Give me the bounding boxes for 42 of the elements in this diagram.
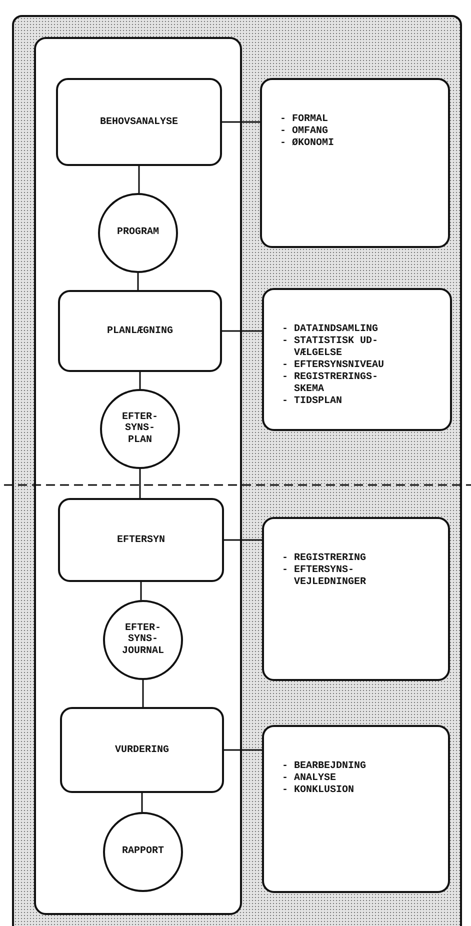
connector-line	[224, 749, 262, 751]
connector-line	[139, 469, 141, 498]
process-box	[58, 498, 224, 582]
list-item: - REGISTRERING	[282, 553, 368, 565]
connector-line	[139, 372, 141, 389]
list-item: - STATISTISK UD- VÆLGELSE	[282, 336, 380, 360]
list-item: - ØKONOMI	[280, 138, 336, 150]
list-item: - BEARBEJDNING	[282, 761, 368, 773]
connector-line	[138, 166, 140, 193]
node-label: PROGRAM	[116, 227, 159, 239]
node-label: VURDERING	[114, 744, 169, 756]
connector-line	[141, 793, 143, 812]
connector-line	[222, 121, 260, 123]
node-label: PLANLÆGNING	[106, 326, 173, 336]
list-item: - EFTERSYNS- VEJLEDNINGER	[282, 565, 368, 589]
list-box	[262, 288, 452, 431]
list-item: - REGISTRERINGS- SKEMA	[282, 372, 380, 396]
node-label: EFTERSYN	[116, 534, 165, 546]
node-label: EFTER- SYNS- JOURNAL	[120, 622, 165, 658]
list-item: - FORMAL	[280, 114, 330, 126]
connector-line	[140, 582, 142, 600]
process-box	[60, 707, 224, 793]
list-box	[262, 517, 450, 681]
connector-line	[224, 539, 262, 541]
process-box	[56, 78, 222, 166]
connector-line	[222, 330, 262, 332]
list-item: - ANALYSE	[282, 773, 338, 785]
list-item: - OMFANG	[280, 126, 330, 138]
node-label: RAPPORT	[122, 846, 164, 858]
list-item: - EFTERSYNSNIVEAU	[282, 360, 386, 372]
list-item: - DATAINDSAMLING	[282, 324, 380, 336]
column-panel	[34, 37, 242, 915]
list-item: - TIDSPLAN	[282, 396, 344, 408]
process-box	[58, 290, 222, 372]
list-item: - KONKLUSION	[282, 785, 356, 797]
connector-line	[142, 680, 144, 707]
node-label: BEHOVSANALYSE	[100, 116, 178, 128]
connector-line	[137, 273, 139, 290]
list-box	[260, 78, 450, 248]
list-box	[262, 725, 450, 893]
shaded-panel	[12, 15, 462, 926]
node-label: EFTER- SYNS- PLAN	[120, 412, 159, 446]
